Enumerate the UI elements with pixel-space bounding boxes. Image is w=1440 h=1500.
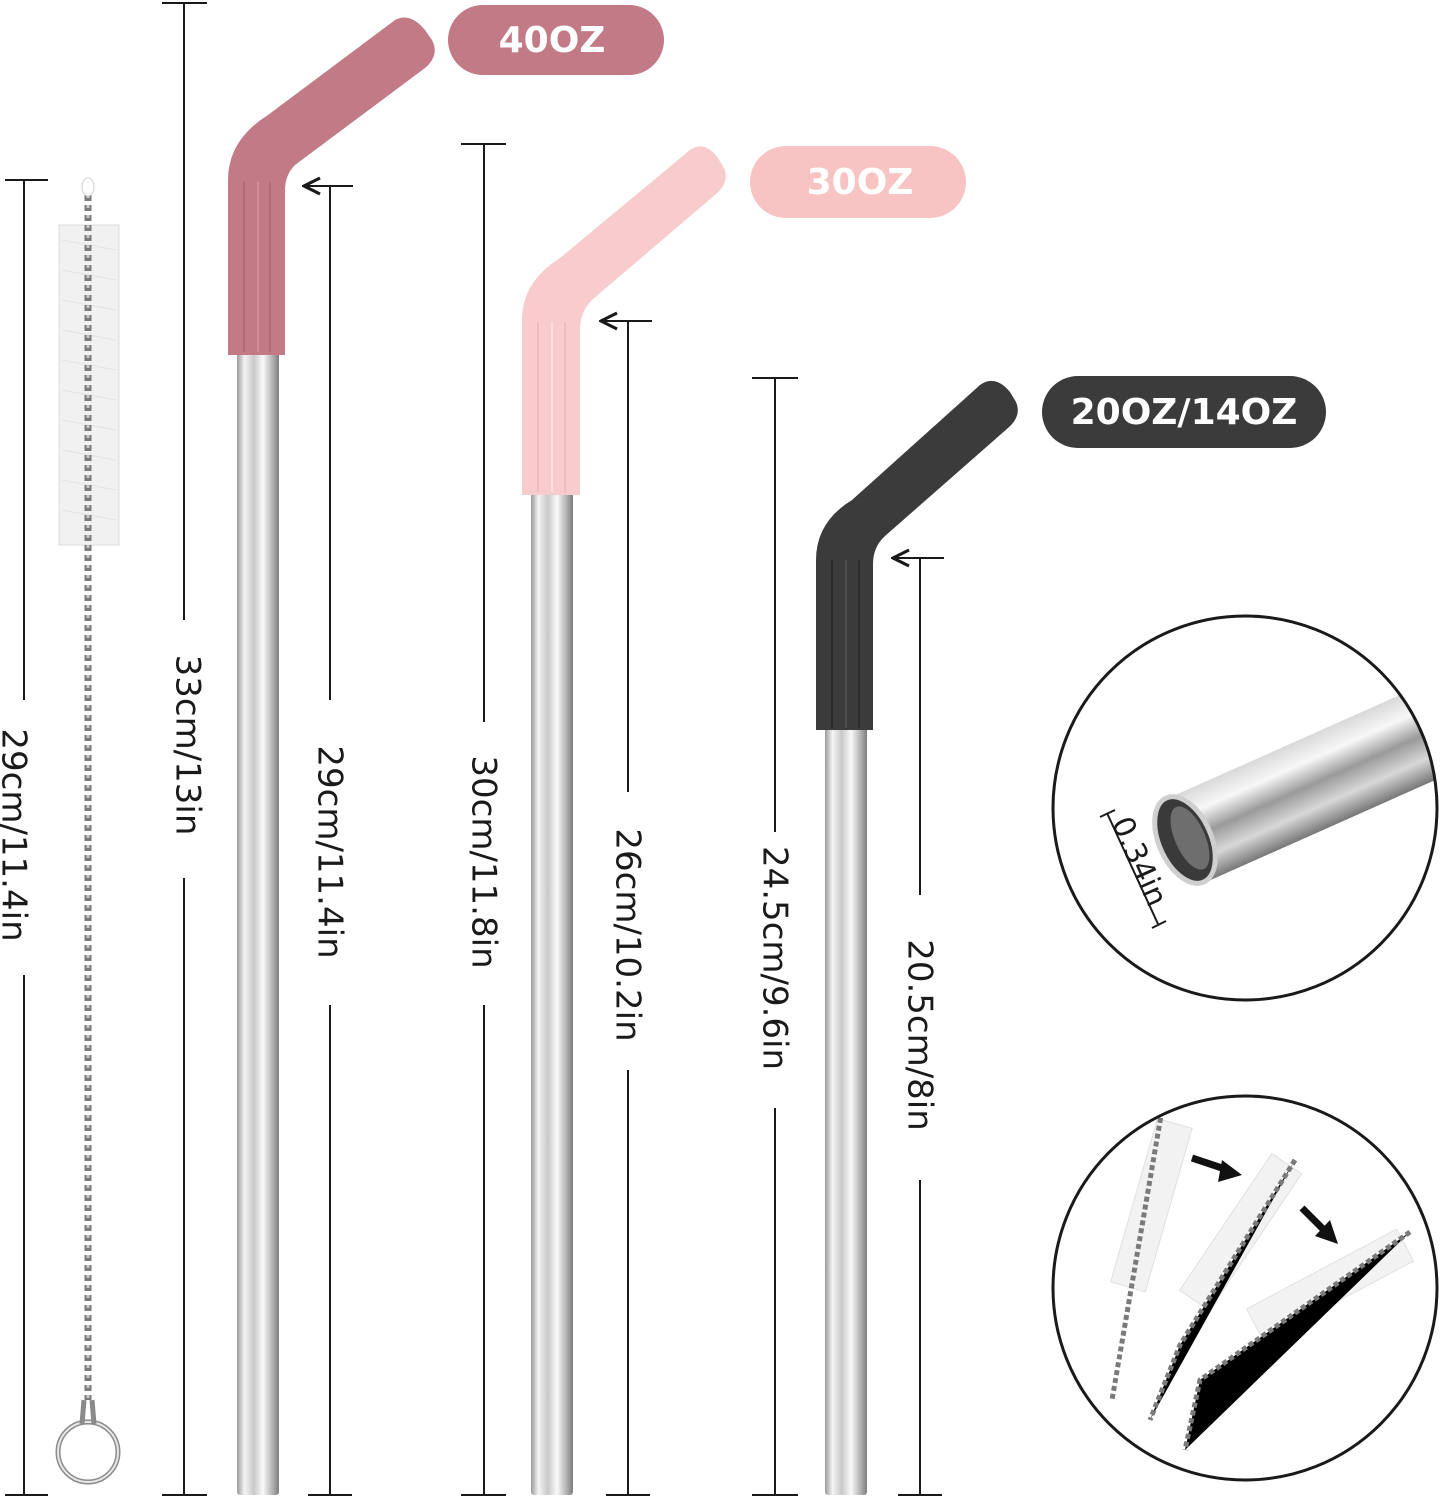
straw-40oz [228, 17, 435, 1495]
straw-30oz [522, 146, 726, 1495]
straw-20oz-metal-label: 20.5cm/8in [900, 939, 940, 1131]
straw-20oz-total-label: 24.5cm/9.6in [755, 846, 795, 1070]
brush-dimension: 29cm/11.4in [0, 179, 48, 1496]
size-label-20oz: 20OZ/14OZ [1071, 392, 1298, 433]
brush-usage-detail [1051, 1094, 1439, 1482]
diameter-detail: 0.34in [1051, 614, 1439, 1002]
size-label-40oz: 40OZ [499, 20, 606, 61]
size-badge-30oz: 30OZ [750, 146, 966, 218]
brush-length-label: 29cm/11.4in [0, 728, 34, 941]
straw-30oz-total-label: 30cm/11.8in [464, 755, 504, 968]
arrow-icon [1299, 1205, 1338, 1244]
straw-30oz-metal-label: 26cm/10.2in [608, 828, 648, 1041]
arrow-icon [1190, 1154, 1242, 1182]
size-badge-20oz: 20OZ/14OZ [1042, 376, 1326, 448]
size-badge-40oz: 40OZ [448, 5, 664, 75]
size-label-30oz: 30OZ [807, 162, 914, 203]
cleaning-brush [55, 177, 121, 1485]
straw-40oz-metal-label: 29cm/11.4in [310, 745, 350, 958]
straw-20oz-dimensions: 24.5cm/9.6in 20.5cm/8in [752, 377, 944, 1496]
straw-40oz-dimensions: 33cm/13in 29cm/11.4in [162, 2, 353, 1496]
straw-30oz-dimensions: 30cm/11.8in 26cm/10.2in [461, 143, 652, 1496]
straw-40oz-total-label: 33cm/13in [168, 655, 208, 836]
straw-20oz [816, 380, 1018, 1495]
